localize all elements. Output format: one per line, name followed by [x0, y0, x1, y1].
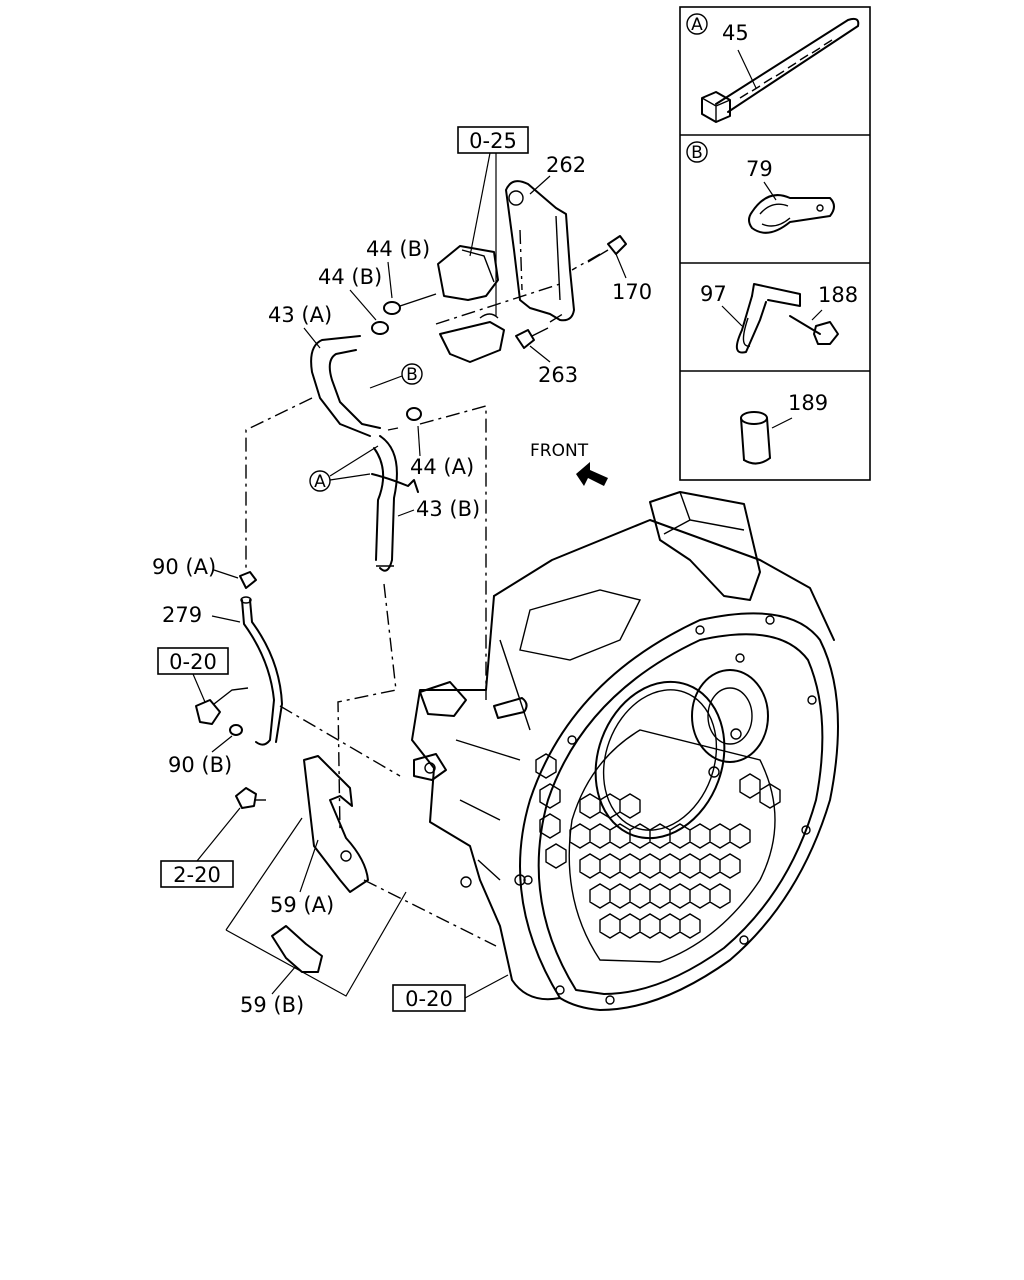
callout-90b: 90 (B) [168, 753, 232, 777]
clamp-44b-upper-part [383, 293, 437, 315]
spacer-189-part [740, 411, 771, 465]
legend-section-b: B 79 [686, 141, 835, 234]
reference-box-0-25: 0-25 [457, 126, 529, 316]
callout-262: 262 [546, 153, 586, 177]
flywheel-housing-part [411, 491, 839, 1011]
bolt-170-part [587, 235, 627, 263]
reference-box-0-20-bottom: 0-20 [392, 974, 509, 1012]
callout-59b: 59 (B) [240, 993, 304, 1017]
honeycomb-pattern [535, 753, 781, 939]
bolt-263-part [515, 327, 549, 349]
bracket-262-part [505, 180, 575, 322]
clamp-44a-part [387, 407, 422, 431]
callout-44b-lower: 44 (B) [318, 265, 382, 289]
callout-189: 189 [788, 391, 828, 415]
legend-b-marker: B [691, 143, 703, 163]
cable-tie-part [701, 17, 860, 123]
hose-43a-part [310, 335, 381, 437]
callout-279: 279 [162, 603, 202, 627]
callout-188: 188 [818, 283, 858, 307]
bracket-59a-part [303, 755, 369, 893]
bolt-2-20-part [235, 787, 266, 809]
front-label: FRONT [530, 441, 589, 461]
legend-panel: A 45 B 79 97 188 [679, 6, 871, 481]
reference-box-2-20: 2-20 [160, 807, 241, 888]
callout-43a: 43 (A) [268, 303, 332, 327]
bolt-188-part [789, 315, 839, 345]
tank-assembly-part [437, 245, 505, 363]
tie-on-hose-part [371, 473, 419, 493]
hose-43b-part [373, 435, 398, 572]
reference-box-0-20-left: 0-20 [157, 647, 229, 703]
callout-44a: 44 (A) [410, 455, 474, 479]
callout-59a: 59 (A) [270, 893, 334, 917]
clamp-0-20-part [195, 687, 249, 725]
legend-a-marker: A [691, 15, 703, 35]
callout-79: 79 [746, 157, 773, 181]
front-arrow-icon [576, 462, 608, 486]
clip-79-part [748, 194, 835, 234]
svg-text:0-25: 0-25 [469, 129, 517, 153]
svg-text:0-20: 0-20 [169, 650, 217, 674]
clamp-44b-lower-part [371, 321, 389, 335]
callout-44b-upper: 44 (B) [366, 237, 430, 261]
svg-text:2-20: 2-20 [173, 863, 221, 887]
pipe-279-part [240, 596, 283, 746]
legend-section-97: 97 188 [700, 282, 858, 354]
callout-90a: 90 (A) [152, 555, 216, 579]
bracket-59b-part [271, 925, 323, 973]
callout-97: 97 [700, 282, 727, 306]
callout-43b: 43 (B) [416, 497, 480, 521]
svg-text:0-20: 0-20 [405, 987, 453, 1011]
bracket-97-part [735, 283, 801, 354]
legend-section-a: A 45 [686, 13, 860, 123]
callout-263: 263 [538, 363, 578, 387]
flange-bolt-holes [523, 615, 817, 1005]
legend-section-189: 189 [740, 391, 828, 465]
front-indicator: FRONT [530, 441, 608, 486]
callout-45: 45 [722, 21, 749, 45]
clamp-90b-part [229, 724, 243, 736]
marker-b-main: B [406, 365, 418, 385]
clamp-90a-part [239, 571, 257, 589]
callout-170: 170 [612, 280, 652, 304]
marker-a-main: A [314, 472, 326, 492]
